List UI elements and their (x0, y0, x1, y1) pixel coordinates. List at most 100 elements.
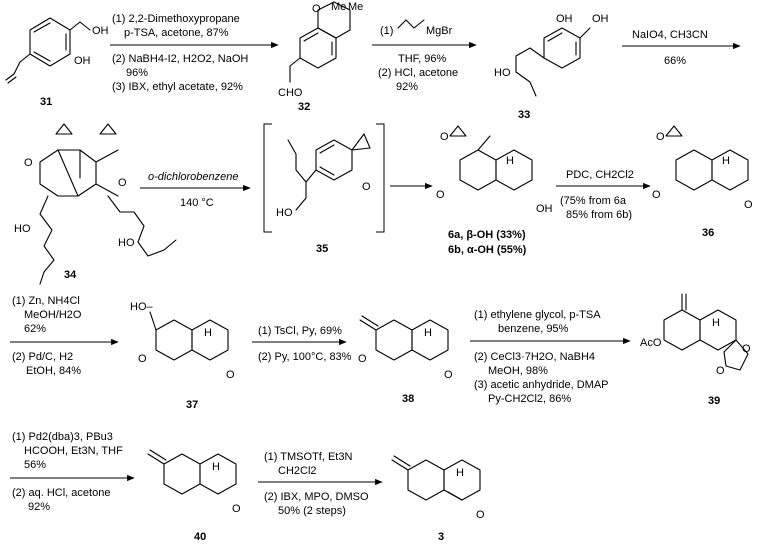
condition-text: (1) 2,2-Dimethoxypropane (112, 13, 240, 25)
condition-text: (75% from 6a (560, 195, 627, 207)
atom-h: H (212, 461, 220, 473)
condition-text: 92% (396, 81, 418, 93)
atom-oh: OH (592, 13, 609, 25)
condition-text: Py-CH2Cl2, 86% (488, 393, 571, 405)
condition-text: (3) acetic anhydride, DMAP (474, 379, 609, 391)
condition-text: 140 °C (180, 197, 214, 209)
atom-oh: OH (92, 25, 109, 37)
atom-oh: OH (556, 13, 573, 25)
atom-o: O (312, 3, 321, 15)
atom-ho: HO (276, 207, 293, 219)
atom-h: H (712, 317, 720, 329)
condition-text: p-TSA, acetone, 87% (124, 27, 229, 39)
condition-text: (2) CeCl3·7H2O, NaBH4 (474, 351, 595, 363)
compound-3-structure: H O (391, 455, 485, 521)
reaction-step-4: o-dichlorobenzene 140 °C (140, 171, 251, 209)
atom-cho: CHO (278, 87, 303, 99)
compound-label: 31 (40, 96, 52, 108)
reaction-step-10: (1) TMSOTf, Et3N CH2Cl2 (2) IBX, MPO, DM… (258, 451, 383, 517)
atom-ho: HO (494, 67, 511, 79)
compound-label: 35 (316, 243, 328, 255)
atom-oh: OH (536, 203, 553, 215)
condition-text: PDC, CH2Cl2 (566, 169, 634, 181)
atom-o: O (118, 177, 127, 189)
condition-text: MeOH/H2O (24, 309, 82, 321)
atom-o: O (24, 157, 33, 169)
condition-text: (2) aq. HCl, acetone (12, 487, 110, 499)
compound-34-structure: O O HO HO (14, 123, 177, 285)
atom-me: Me (348, 1, 363, 13)
condition-text: 62% (24, 323, 46, 335)
compound-35-structure: O HO (263, 123, 385, 233)
condition-text: o-dichlorobenzene (148, 171, 239, 183)
atom-o: O (138, 353, 147, 365)
condition-text: (2) HCl, acetone (378, 67, 458, 79)
condition-text: (1) Zn, NH4Cl (12, 295, 80, 307)
atom-o: O (742, 343, 751, 355)
reaction-step-9: (1) Pd2(dba)3, PBu3 HCOOH, Et3N, THF 56%… (10, 431, 135, 513)
reaction-step-7: (1) TsCl, Py, 69% (2) Py, 100°C, 83% (252, 325, 352, 363)
condition-text: HCOOH, Et3N, THF (24, 445, 123, 457)
atom-o: O (656, 131, 665, 143)
compound-32-structure: O Me Me CHO (278, 1, 363, 99)
reaction-step-5: PDC, CH2Cl2 (75% from 6a 85% from 6b) (556, 169, 651, 221)
atom-ho: HO– (130, 301, 154, 313)
condition-text: 66% (664, 55, 686, 67)
compound-label: 34 (64, 269, 77, 281)
reaction-step-6: (1) Zn, NH4Cl MeOH/H2O 62% (2) Pd/C, H2 … (10, 295, 119, 377)
atom-oh: OH (74, 55, 91, 67)
compound-label: 36 (702, 227, 714, 239)
compound-label: 6a, β-OH (33%) (448, 229, 526, 241)
condition-text: (2) IBX, MPO, DMSO (264, 491, 369, 503)
condition-text: (2) Pd/C, H2 (12, 351, 73, 363)
compound-label: 33 (518, 109, 530, 121)
atom-o: O (440, 131, 449, 143)
atom-ho: HO (118, 237, 135, 249)
atom-o: O (358, 353, 367, 365)
atom-ho: HO (14, 223, 31, 235)
compound-label: 38 (402, 393, 414, 405)
compound-36-structure: O O H O (652, 125, 753, 211)
atom-aco: AcO (640, 337, 662, 349)
atom-o: O (362, 181, 371, 193)
condition-text: benzene, 95% (498, 323, 569, 335)
condition-text: (1) (380, 25, 393, 37)
compound-31-structure: OH OH (5, 17, 109, 84)
atom-h: H (456, 467, 464, 479)
compound-label: 40 (194, 531, 206, 543)
condition-text: THF, 96% (398, 53, 447, 65)
atom-me: Me (331, 1, 346, 13)
reaction-step-3: NaIO4, CH3CN 66% (622, 29, 741, 67)
condition-text: 56% (24, 459, 46, 471)
compound-label: 32 (298, 101, 310, 113)
atom-o: O (436, 189, 445, 201)
condition-text: (1) ethylene glycol, p-TSA (474, 309, 601, 321)
atom-h: H (204, 327, 212, 339)
compound-6-structure: O O H OH (436, 125, 553, 215)
atom-h: H (424, 327, 432, 339)
condition-text: NaIO4, CH3CN (632, 29, 708, 41)
atom-o: O (226, 369, 235, 381)
condition-text: (3) IBX, ethyl acetate, 92% (112, 81, 243, 93)
condition-text: 85% from 6b) (566, 209, 632, 221)
condition-text: 50% (2 steps) (278, 505, 346, 517)
compound-37-structure: HO– O H O (130, 301, 235, 381)
reaction-step-1: (1) 2,2-Dimethoxypropane p-TSA, acetone,… (110, 13, 279, 93)
compound-40-structure: H O (147, 449, 241, 515)
compound-label: 39 (708, 395, 720, 407)
atom-o: O (716, 365, 725, 377)
reaction-step-8: (1) ethylene glycol, p-TSA benzene, 95% … (470, 309, 631, 405)
condition-text: (1) Pd2(dba)3, PBu3 (12, 431, 113, 443)
reaction-step-2: (1) MgBr THF, 96% (2) HCl, acetone 92% (372, 19, 477, 93)
condition-text: EtOH, 84% (26, 365, 81, 377)
condition-text: CH2Cl2 (278, 465, 317, 477)
condition-text: MgBr (426, 25, 453, 37)
condition-text: MeOH, 98% (488, 365, 548, 377)
atom-o: O (232, 503, 241, 515)
condition-text: (1) TsCl, Py, 69% (258, 325, 342, 337)
atom-o: O (476, 509, 485, 521)
condition-text: 96% (126, 67, 148, 79)
compound-label: 3 (438, 531, 444, 543)
atom-o: O (444, 369, 453, 381)
